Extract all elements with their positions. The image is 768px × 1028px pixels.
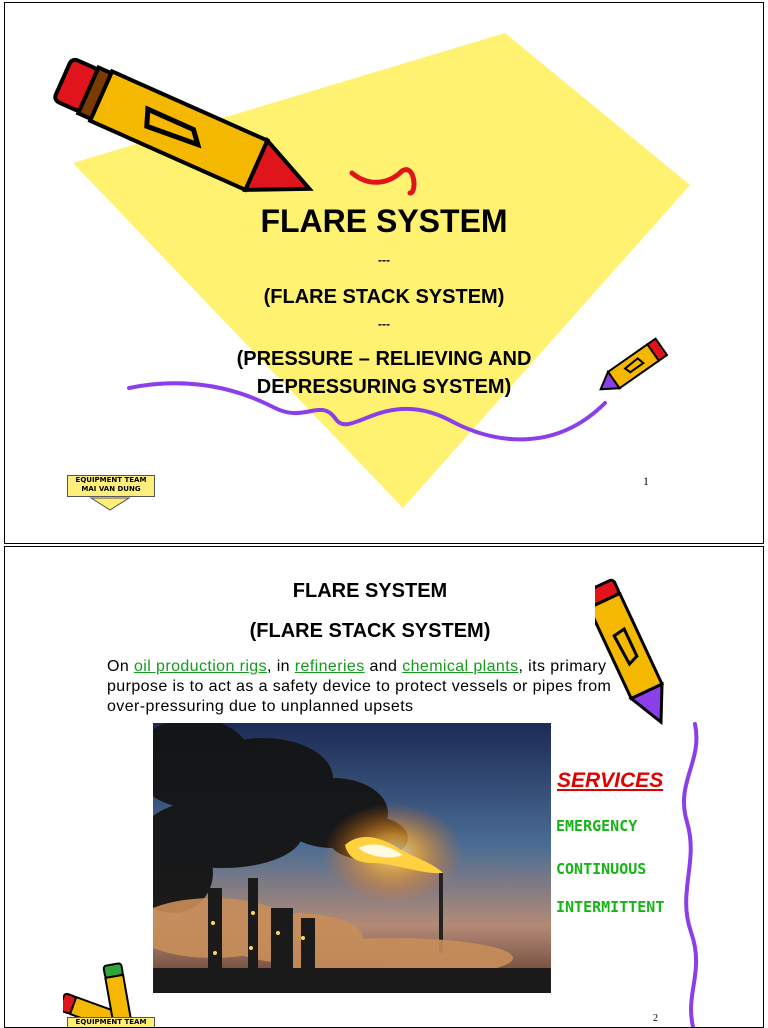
body-text-segment: , its primary purpose is to act as a saf…: [107, 658, 612, 715]
page-number: 1: [643, 474, 649, 488]
purple-squiggle: [681, 722, 699, 1027]
service-emergency: EMERGENCY: [556, 817, 638, 835]
page-number: 2: [653, 1013, 658, 1024]
slide-2: FLARE SYSTEM (FLARE STACK SYSTEM) On oil…: [4, 546, 764, 1028]
description-line-1: (PRESSURE – RELIEVING AND: [236, 348, 532, 370]
pencil-icon: [599, 337, 669, 391]
slide-subtitle: (FLARE STACK SYSTEM): [249, 620, 491, 642]
link-refineries[interactable]: refineries: [294, 658, 365, 675]
slide-description: (PRESSURE – RELIEVING AND DEPRESSURING S…: [5, 345, 763, 401]
red-squiggle: [349, 167, 417, 196]
service-intermittent: INTERMITTENT: [556, 898, 665, 916]
flare-photo: [153, 723, 551, 993]
pencil-icon: [595, 578, 665, 726]
badge-line-1: EQUIPMENT TEAM: [75, 476, 147, 484]
purple-squiggle: [127, 381, 607, 442]
slide-title: FLARE SYSTEM: [260, 203, 508, 239]
separator: ---: [378, 253, 390, 267]
slide-1: FLARE SYSTEM --- (FLARE STACK SYSTEM) --…: [4, 2, 764, 544]
body-paragraph: On oil production rigs, in refineries an…: [107, 657, 627, 717]
team-badge: EQUIPMENT TEAM MAI VAN DUNG: [67, 475, 155, 497]
slide-1-background: [53, 33, 690, 511]
services-heading: SERVICES: [557, 769, 664, 792]
slide-title: FLARE SYSTEM: [292, 580, 448, 602]
pencil-icon: [53, 57, 314, 193]
slide-subtitle: (FLARE STACK SYSTEM): [263, 286, 505, 308]
badge-line-1: EQUIPMENT TEAM: [75, 1018, 147, 1026]
badge-line-2: MAI VAN DUNG: [81, 485, 141, 493]
link-oil-production-rigs[interactable]: oil production rigs: [134, 658, 267, 675]
separator: ---: [378, 317, 390, 331]
description-line-2: DEPRESSURING SYSTEM): [256, 376, 512, 398]
arrow-down-icon: [89, 497, 131, 511]
body-text-segment: On: [107, 658, 134, 675]
team-badge: EQUIPMENT TEAM: [67, 1017, 155, 1027]
body-text-segment: and: [364, 658, 403, 675]
link-chemical-plants[interactable]: chemical plants: [402, 658, 519, 675]
body-text-segment: , in: [267, 658, 295, 675]
service-continuous: CONTINUOUS: [556, 860, 647, 878]
